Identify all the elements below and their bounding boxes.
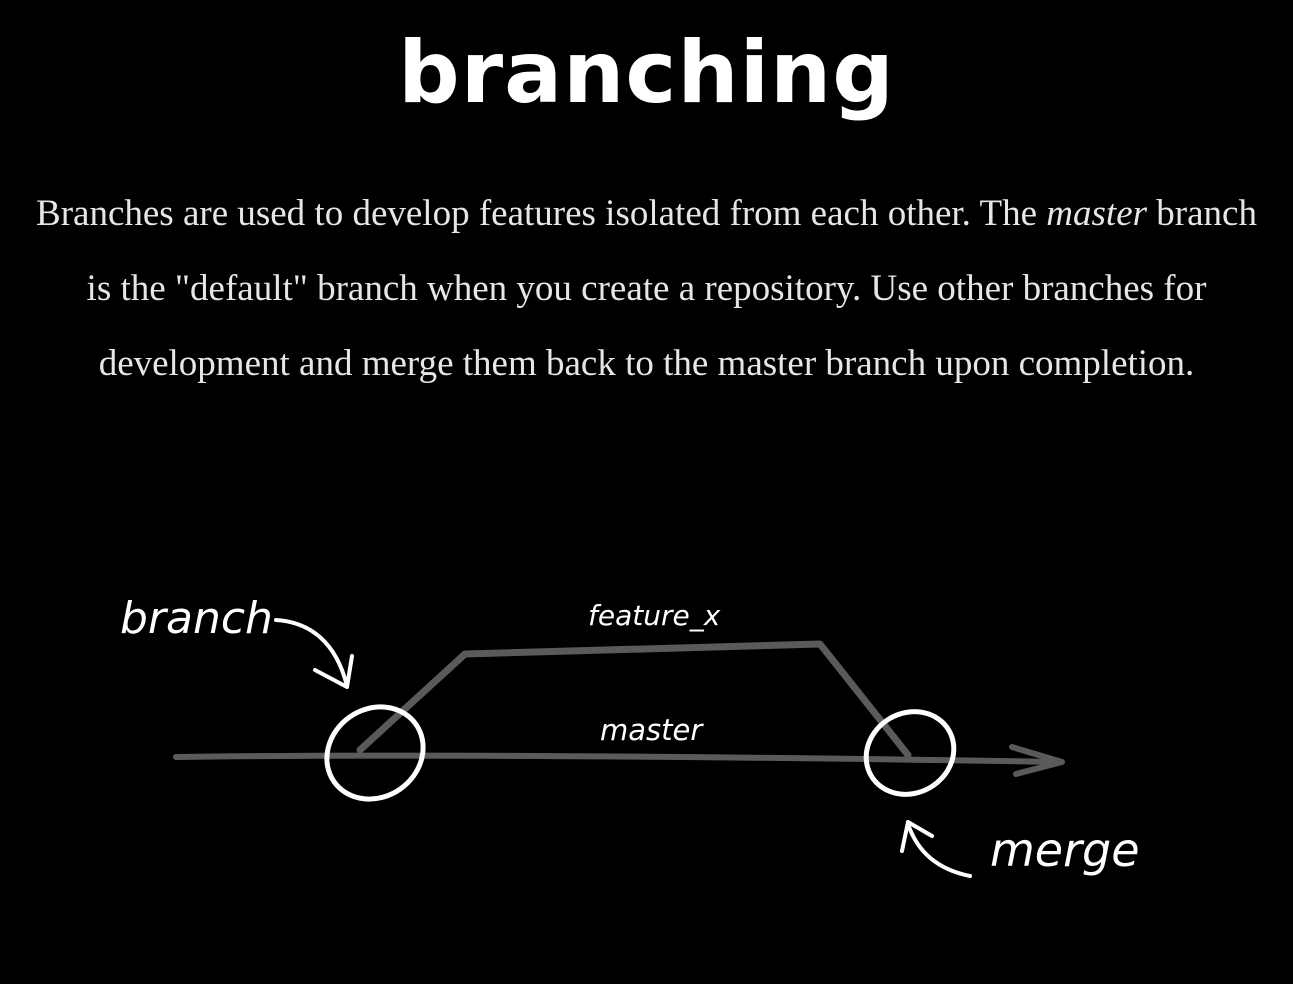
merge-arrow: [906, 822, 972, 878]
master-line: [173, 752, 1063, 765]
master-label: master: [600, 713, 704, 747]
intro-paragraph: Branches are used to develop features is…: [30, 176, 1263, 401]
intro-emphasis: master: [1046, 193, 1148, 234]
merge-point-circle: [863, 709, 957, 797]
intro-text-start: Branches are used to develop features is…: [36, 193, 1047, 234]
branch-label: branch: [120, 593, 273, 644]
feature-branch-label: feature_x: [588, 599, 721, 632]
branching-diagram: branch feature_x master merge: [120, 593, 1140, 878]
master-arrowhead: [1009, 744, 1065, 777]
page-title: branching: [398, 23, 895, 123]
branch-point-circle: [324, 704, 426, 802]
branch-arrowhead: [313, 654, 354, 689]
branch-arrow: [274, 618, 349, 688]
merge-label: merge: [990, 823, 1140, 877]
merge-arrowhead: [900, 820, 934, 853]
feature-branch-line: [356, 640, 912, 759]
intro-text-end: branch is the "default" branch when you …: [86, 193, 1257, 384]
